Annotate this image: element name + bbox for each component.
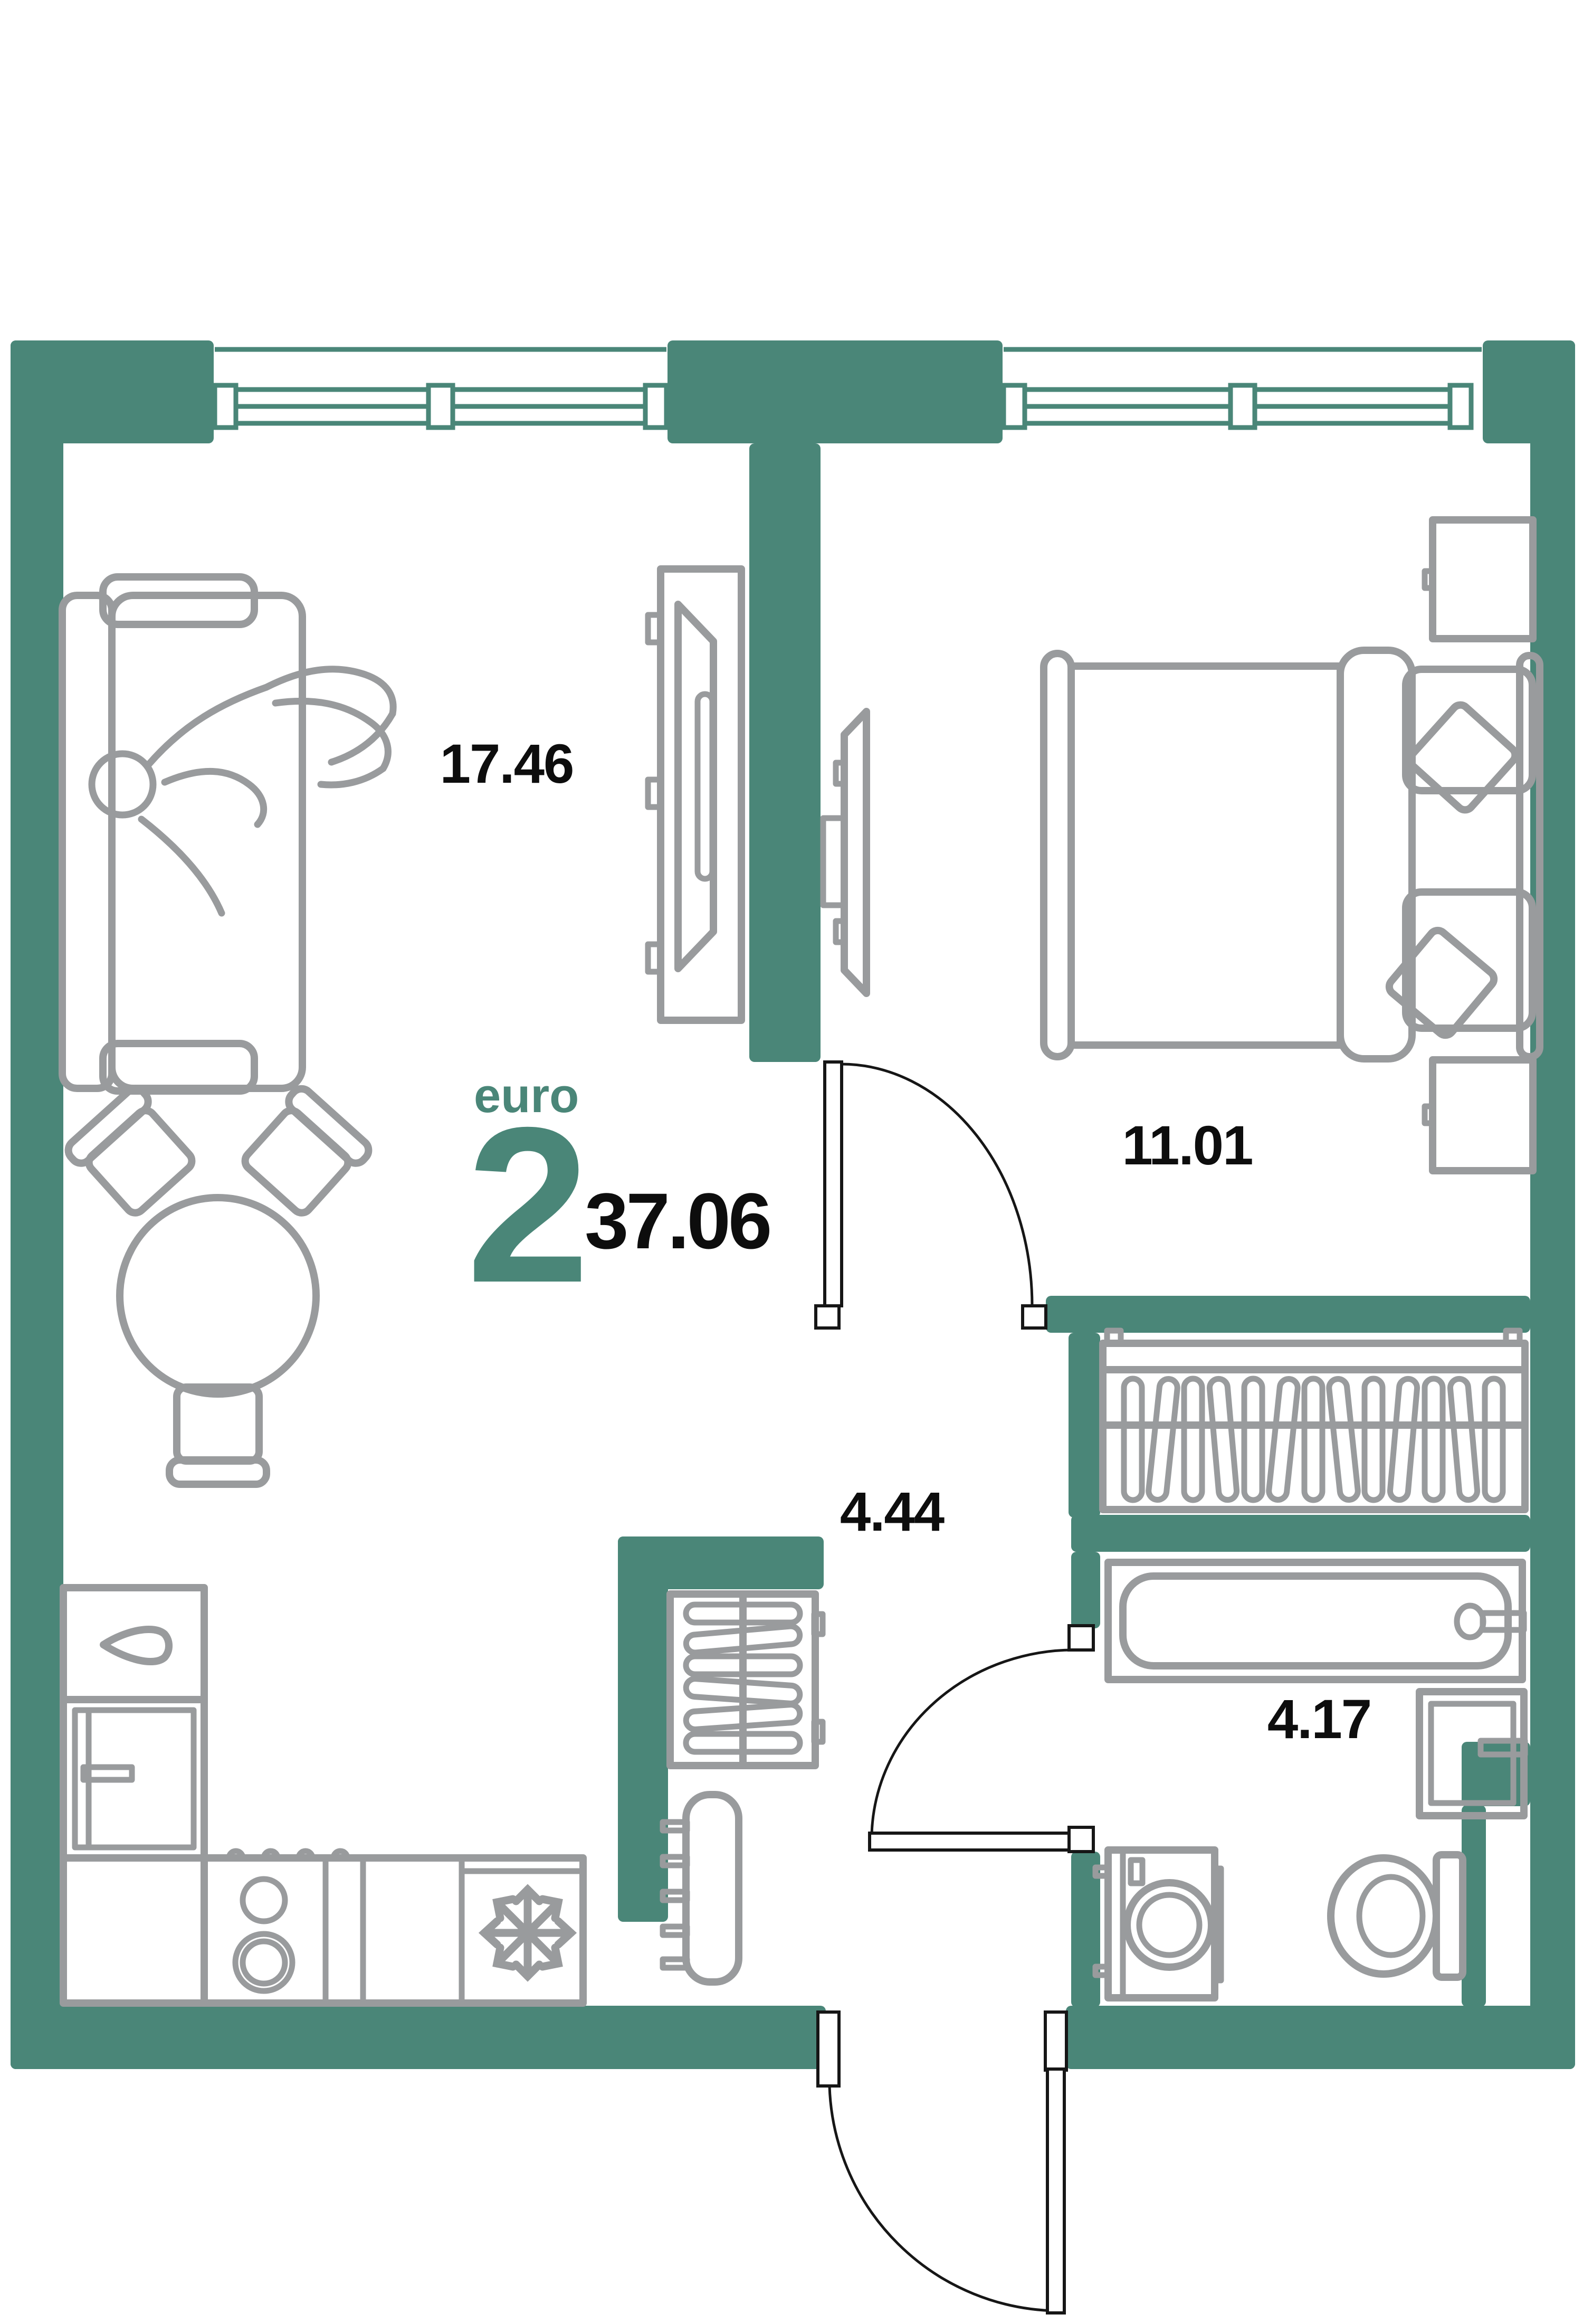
room-label-hallway: 4.44 [840,1481,945,1543]
hall-rack [660,1791,742,1986]
wall-left [11,340,63,2069]
wall-bottom-right [1066,2006,1575,2069]
chair-icon-top-right [241,1085,373,1217]
toilet-icon [1327,1851,1466,1981]
wall-bedroom-closet [1046,1296,1530,1333]
sofa-icon [59,573,306,1095]
rooms-count-label: 2 [466,1082,590,1329]
wall-top-middle [667,340,1003,443]
bathtub-icon [1104,1559,1527,1683]
snowflake-icon [478,1884,577,1982]
tv-cabinet-living [645,565,745,1024]
wall-right [1530,340,1575,2069]
door-bedroom [814,1060,1047,1330]
wall-bathroom-hall-upper [1071,1552,1100,1628]
bedroom-wardrobe [1099,1327,1529,1513]
person-on-sofa [88,666,397,917]
hob-burner-icon [226,1848,350,1994]
wall-bathroom-top [1071,1515,1530,1552]
door-arc-icon [841,1063,1034,1306]
door-bathroom [868,1624,1095,1853]
room-label-bathroom: 4.17 [1267,1689,1372,1750]
hall-wardrobe [666,1590,826,1769]
pillow-icon [1385,666,1536,1039]
wall-bottom-left [11,2006,826,2069]
bed-icon [1040,647,1543,1063]
chair-icon-top-left [64,1085,196,1217]
window-icon-living [212,347,669,430]
room-label-bedroom: 11.01 [1122,1115,1254,1177]
fridge [459,1868,586,1982]
wall-hall-closet-left [618,1536,668,1922]
table-icon [116,1194,320,1398]
room-label-living: 17.46 [440,733,575,795]
hanger-icon [1121,1376,1506,1503]
chair-icon-bottom [166,1383,270,1488]
wall-living-bedroom-divider [749,443,821,1062]
kitchen-counter [60,1584,587,2007]
nightstand-bottom [1422,1056,1537,1174]
plan-type-label: euro [474,1069,579,1123]
tv-icon-bedroom [820,708,870,997]
door-arc-icon [870,1648,1081,1835]
door-entry [816,2010,1068,2314]
washing-machine-icon [1092,1846,1224,2002]
total-area-label: 37.06 [585,1177,772,1265]
nightstand-top [1422,516,1537,642]
door-arc-icon [828,2085,1056,2312]
wall-closet-left [1069,1333,1100,1517]
hanger-icon [683,1601,803,1755]
sink-drop-icon [100,1625,173,1665]
bathroom-sink [1416,1688,1528,1819]
window-icon-bedroom [1001,347,1482,430]
